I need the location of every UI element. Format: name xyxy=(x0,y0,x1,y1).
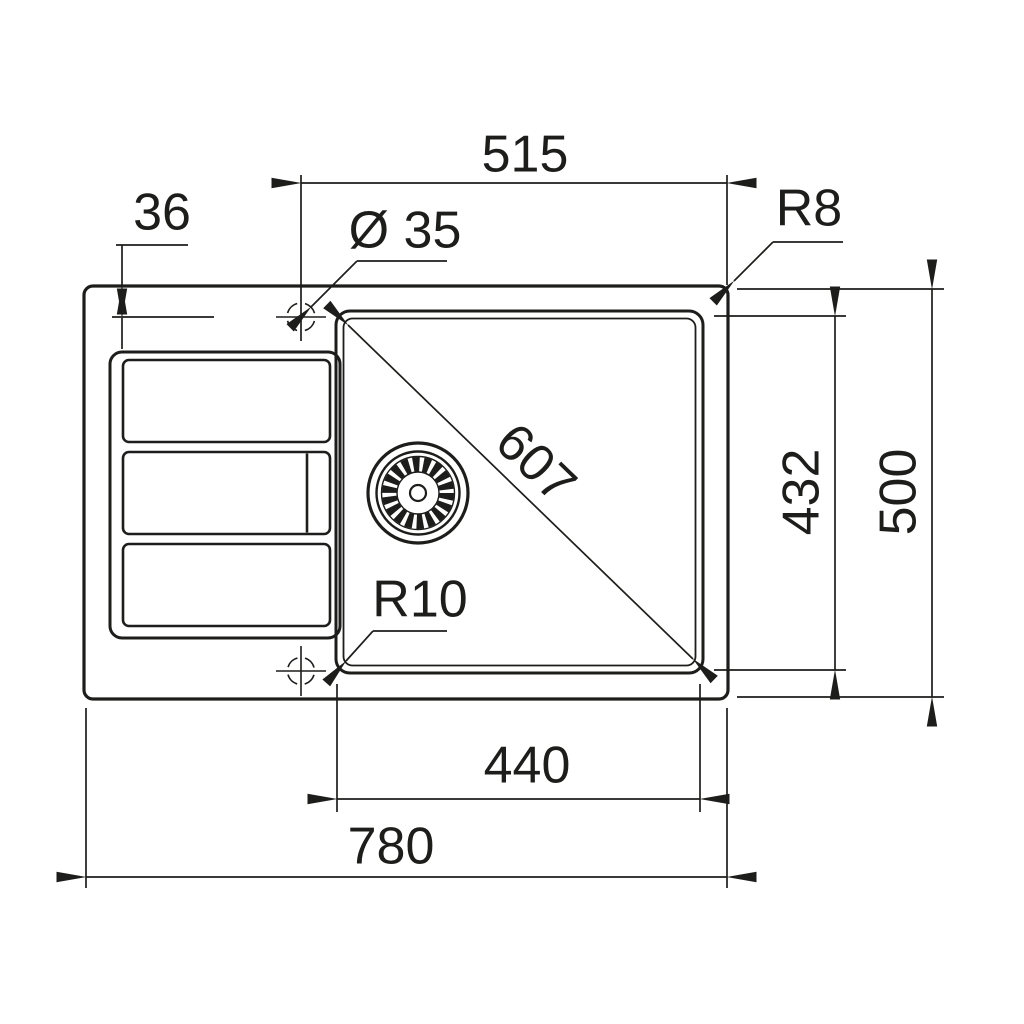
strainer-sunburst-inner xyxy=(396,471,440,515)
dimension-label-500: 500 xyxy=(870,449,928,536)
drainboard-rib-2 xyxy=(121,450,332,536)
drainboard-rib-3 xyxy=(121,542,332,628)
dimension-hole-diameter: Ø 35 xyxy=(286,202,462,332)
drainboard xyxy=(108,350,342,640)
strainer-sunburst-spokes xyxy=(382,457,454,529)
sink-outer-edge xyxy=(82,284,730,701)
strainer-center-hole xyxy=(408,483,428,503)
dimension-label-780: 780 xyxy=(348,818,435,876)
dimension-total-depth: 500 xyxy=(737,259,944,727)
dimension-total-width: 780 xyxy=(56,708,757,888)
dimension-bowl-corner-radius: R10 xyxy=(322,571,468,687)
dimension-outer-corner-radius: R8 xyxy=(709,180,843,306)
dimension-label-440: 440 xyxy=(484,737,571,795)
leader-arrow xyxy=(322,630,374,687)
dimension-bowl-depth: 432 xyxy=(714,286,846,700)
dimension-hole-to-top-edge: 36 xyxy=(112,184,214,349)
dimension-label-607: 607 xyxy=(484,412,587,514)
dimension-line xyxy=(323,300,718,684)
drainboard-rib-1 xyxy=(121,358,332,444)
dimension-bowl-width: 440 xyxy=(307,684,730,812)
faucet-hole-bottom xyxy=(276,646,326,696)
drain-strainer xyxy=(366,441,470,545)
dimension-label-r8: R8 xyxy=(776,180,842,238)
leader-arrow xyxy=(709,241,774,306)
dimension-label-r10: R10 xyxy=(372,571,467,629)
dimension-label-hole-diameter: Ø 35 xyxy=(349,202,462,260)
dimension-label-515: 515 xyxy=(482,126,569,184)
dimension-label-432: 432 xyxy=(773,449,831,536)
dimension-label-36: 36 xyxy=(133,184,191,242)
drainboard-outline xyxy=(108,350,342,640)
sink-outline xyxy=(82,284,730,701)
leader-arrow xyxy=(286,260,358,332)
